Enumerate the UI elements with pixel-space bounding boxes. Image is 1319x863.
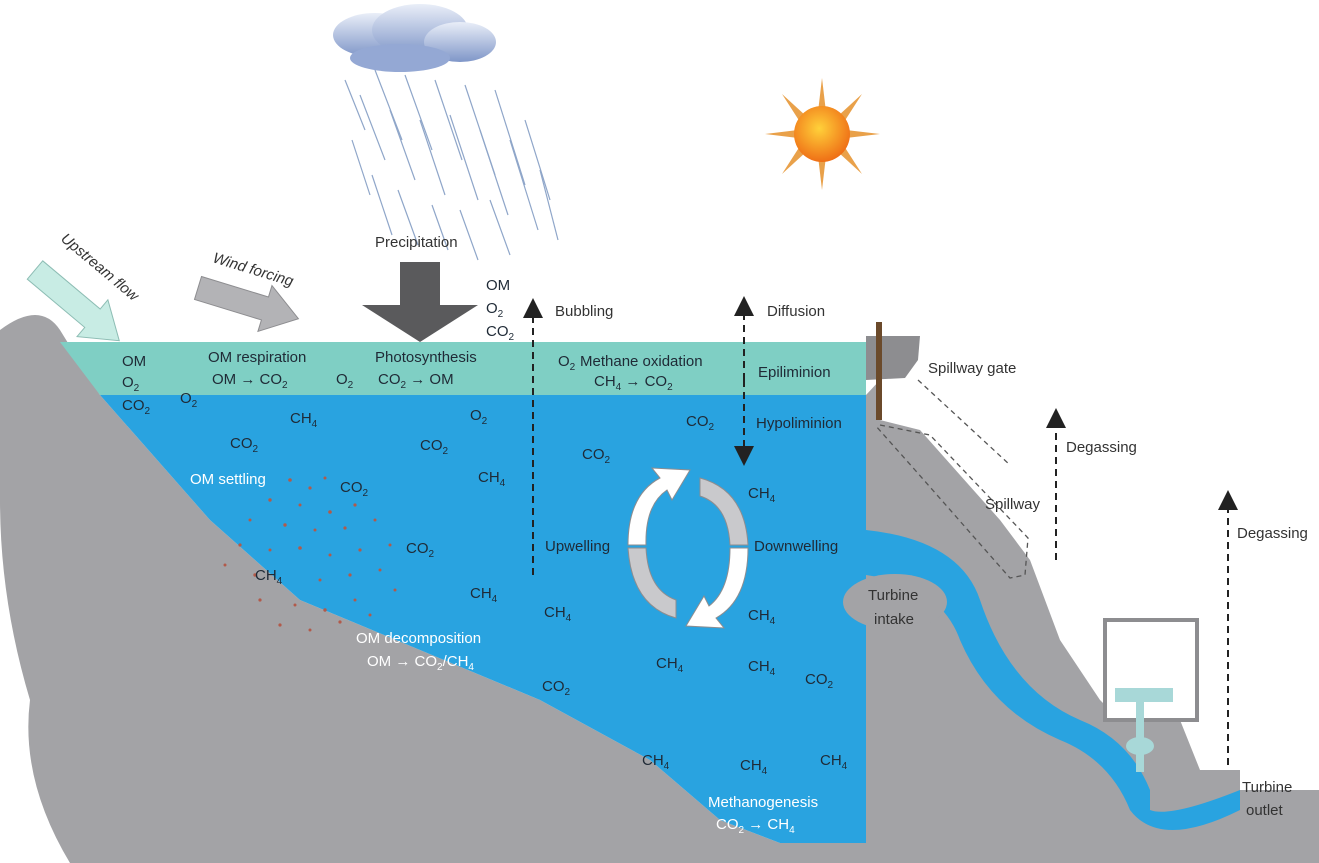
diffusion-label: Diffusion [767,303,825,320]
input-o2-label: O2 [486,300,504,320]
hypo-o2-2: O2 [470,407,488,427]
powerhouse [1103,618,1199,722]
spillway-upper-path [917,379,1011,466]
hypo-co2-5: CO2 [340,479,369,499]
photosynthesis-label: Photosynthesis [375,349,477,366]
hypo-o2-1: O2 [180,390,198,410]
hypo-co2-3: CO2 [420,437,449,457]
precipitation-label: Precipitation [375,234,458,251]
epi-co2-label: CO2 [122,397,151,417]
circulation-arrows-icon [627,467,749,629]
epilimnion-water [60,342,866,395]
hypo-co2-1: CO2 [686,413,715,433]
hypolimnion-water [100,395,866,843]
input-om-label: OM [486,277,510,294]
photosynthesis-equation: CO2 → OM [378,371,454,391]
spillway-path [874,424,1029,579]
om-decomposition-equation: OM → CO2/CH4 [367,653,474,673]
hypo-ch4-1: CH4 [290,410,318,430]
spillway-label: Spillway [985,496,1041,513]
hypo-ch4-3: CH4 [748,485,776,505]
methanogenesis-label: Methanogenesis [708,794,818,811]
wind-forcing-arrow [193,275,300,333]
cloud-icon [333,4,496,72]
precipitation-arrow [362,262,478,342]
turbine-intake-label-2: intake [874,611,914,628]
left-bank-terrain [0,315,1319,863]
epi-o2-label: O2 [122,374,140,394]
sun-icon [765,78,880,190]
hypo-co2-8: CO2 [542,678,571,698]
om-settling-label: OM settling [190,471,266,488]
spillway-gate-post [876,322,882,420]
spillway-gate-label: Spillway gate [928,360,1016,377]
methane-oxidation-o2: O2 [558,353,576,373]
hypo-ch4-8: CH4 [656,655,684,675]
upwelling-label: Upwelling [545,538,610,555]
hypo-co2-7: CO2 [805,671,834,691]
methane-oxidation-label: Methane oxidation [580,353,703,370]
turbine-outlet-label-2: outlet [1246,802,1284,819]
spillway-gate-block [866,336,920,380]
turbine-outlet-label-1: Turbine [1242,779,1292,796]
turbine-icon [1115,688,1173,772]
methane-oxidation-equation: CH4 → CO2 [594,373,673,393]
hypo-ch4-9: CH4 [748,658,776,678]
hypo-ch4-2: CH4 [478,469,506,489]
turbine-intake-label-1: Turbine [868,587,918,604]
epi-o2-mid-label: O2 [336,371,354,391]
hypo-ch4-12: CH4 [820,752,848,772]
penstock-water [866,530,1240,830]
om-particles [223,476,397,632]
upstream-flow-arrow [26,260,120,342]
hypoliminion-label: Hypoliminion [756,415,842,432]
hypo-ch4-4: CH4 [255,567,283,587]
bubbling-label: Bubbling [555,303,613,320]
epiliminion-label: Epiliminion [758,364,831,381]
hypo-ch4-5: CH4 [470,585,498,605]
om-respiration-label: OM respiration [208,349,306,366]
input-co2-label: CO2 [486,323,515,343]
degassing-label-2: Degassing [1237,525,1308,542]
dam-body [866,380,1319,843]
methanogenesis-equation: CO2 → CH4 [716,816,795,836]
hypo-co2-2: CO2 [230,435,259,455]
hypo-ch4-10: CH4 [642,752,670,772]
rain-icon [344,69,559,261]
hypo-ch4-7: CH4 [748,607,776,627]
epi-om-label: OM [122,353,146,370]
turbine-intake-rock [843,574,947,630]
hypo-co2-4: CO2 [582,446,611,466]
om-respiration-equation: OM → CO2 [212,371,288,391]
hypo-ch4-11: CH4 [740,757,768,777]
degassing-label-1: Degassing [1066,439,1137,456]
downwelling-label: Downwelling [754,538,838,555]
hypo-co2-6: CO2 [406,540,435,560]
hypo-ch4-6: CH4 [544,604,572,624]
om-decomposition-label: OM decomposition [356,630,481,647]
